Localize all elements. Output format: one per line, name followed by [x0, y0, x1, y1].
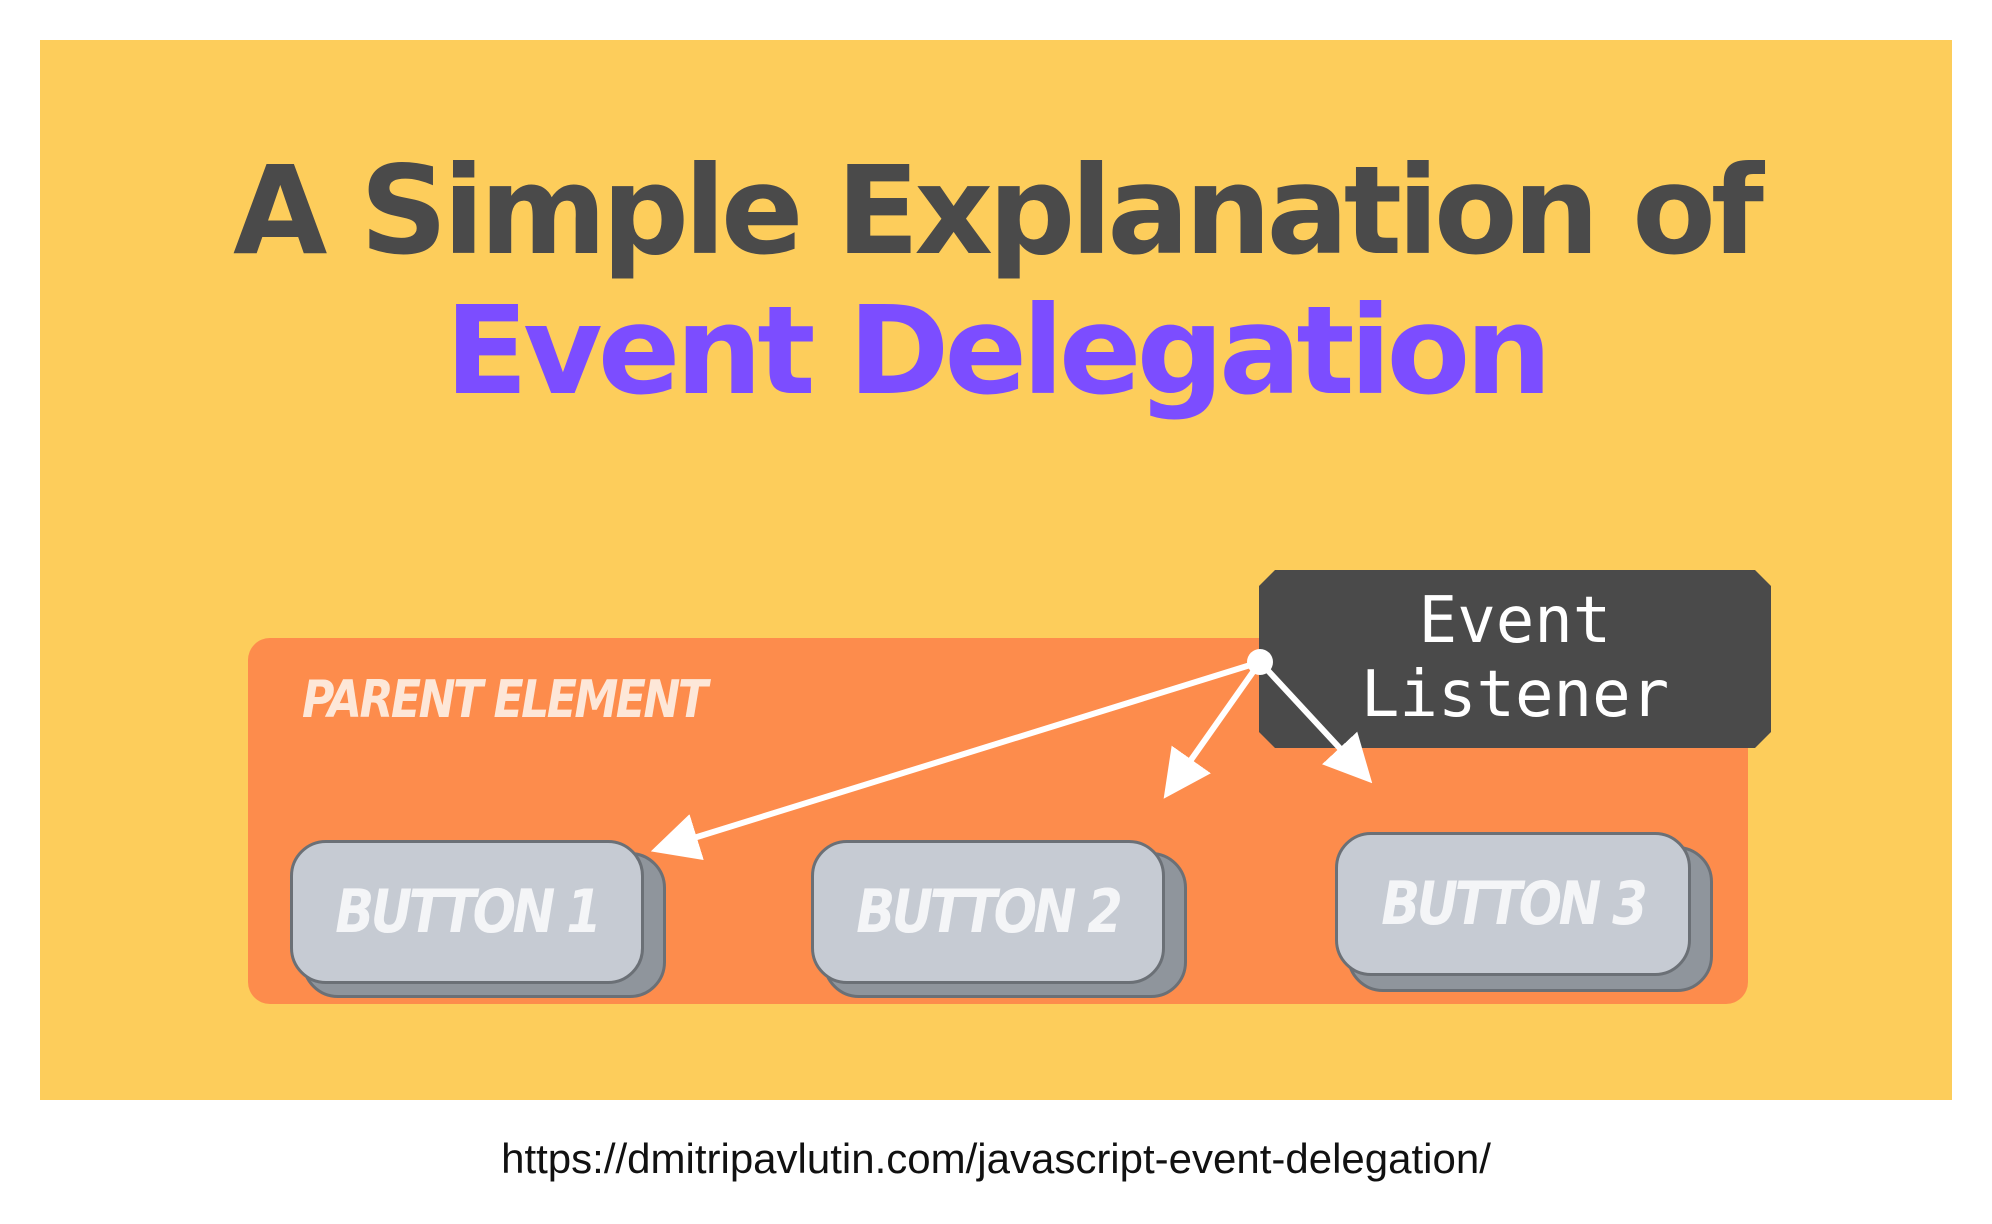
listener-origin-dot [1247, 649, 1273, 675]
event-listener-line-1: Event [1418, 584, 1612, 658]
button-3-label: BUTTON 3 [1381, 869, 1648, 939]
arrow-to-button-2 [1163, 660, 1263, 799]
button-1[interactable]: BUTTON 1 [290, 840, 644, 984]
event-delegation-diagram: PARENT ELEMENT BUTTON 1 BUTTON 2 BUTTON … [40, 40, 1952, 1100]
title-line-1: A Simple Explanation of [233, 140, 1764, 282]
arrows-layer [650, 649, 1373, 861]
parent-element-label: PARENT ELEMENT [302, 670, 708, 730]
button-3[interactable]: BUTTON 3 [1335, 832, 1691, 976]
arrow-to-button-3 [1257, 659, 1373, 784]
title-line-2: Event Delegation [444, 280, 1552, 422]
event-listener-line-2: Listener [1360, 658, 1670, 732]
button-2-label: BUTTON 2 [856, 877, 1123, 947]
event-listener-box: Event Listener [1259, 570, 1771, 748]
arrow-to-button-1 [650, 659, 1261, 861]
banner-image: A Simple Explanation of Event Delegation… [40, 40, 1952, 1100]
source-url-caption: https://dmitripavlutin.com/javascript-ev… [501, 1135, 1491, 1182]
button-2[interactable]: BUTTON 2 [811, 840, 1165, 984]
button-1-label: BUTTON 1 [335, 877, 602, 947]
